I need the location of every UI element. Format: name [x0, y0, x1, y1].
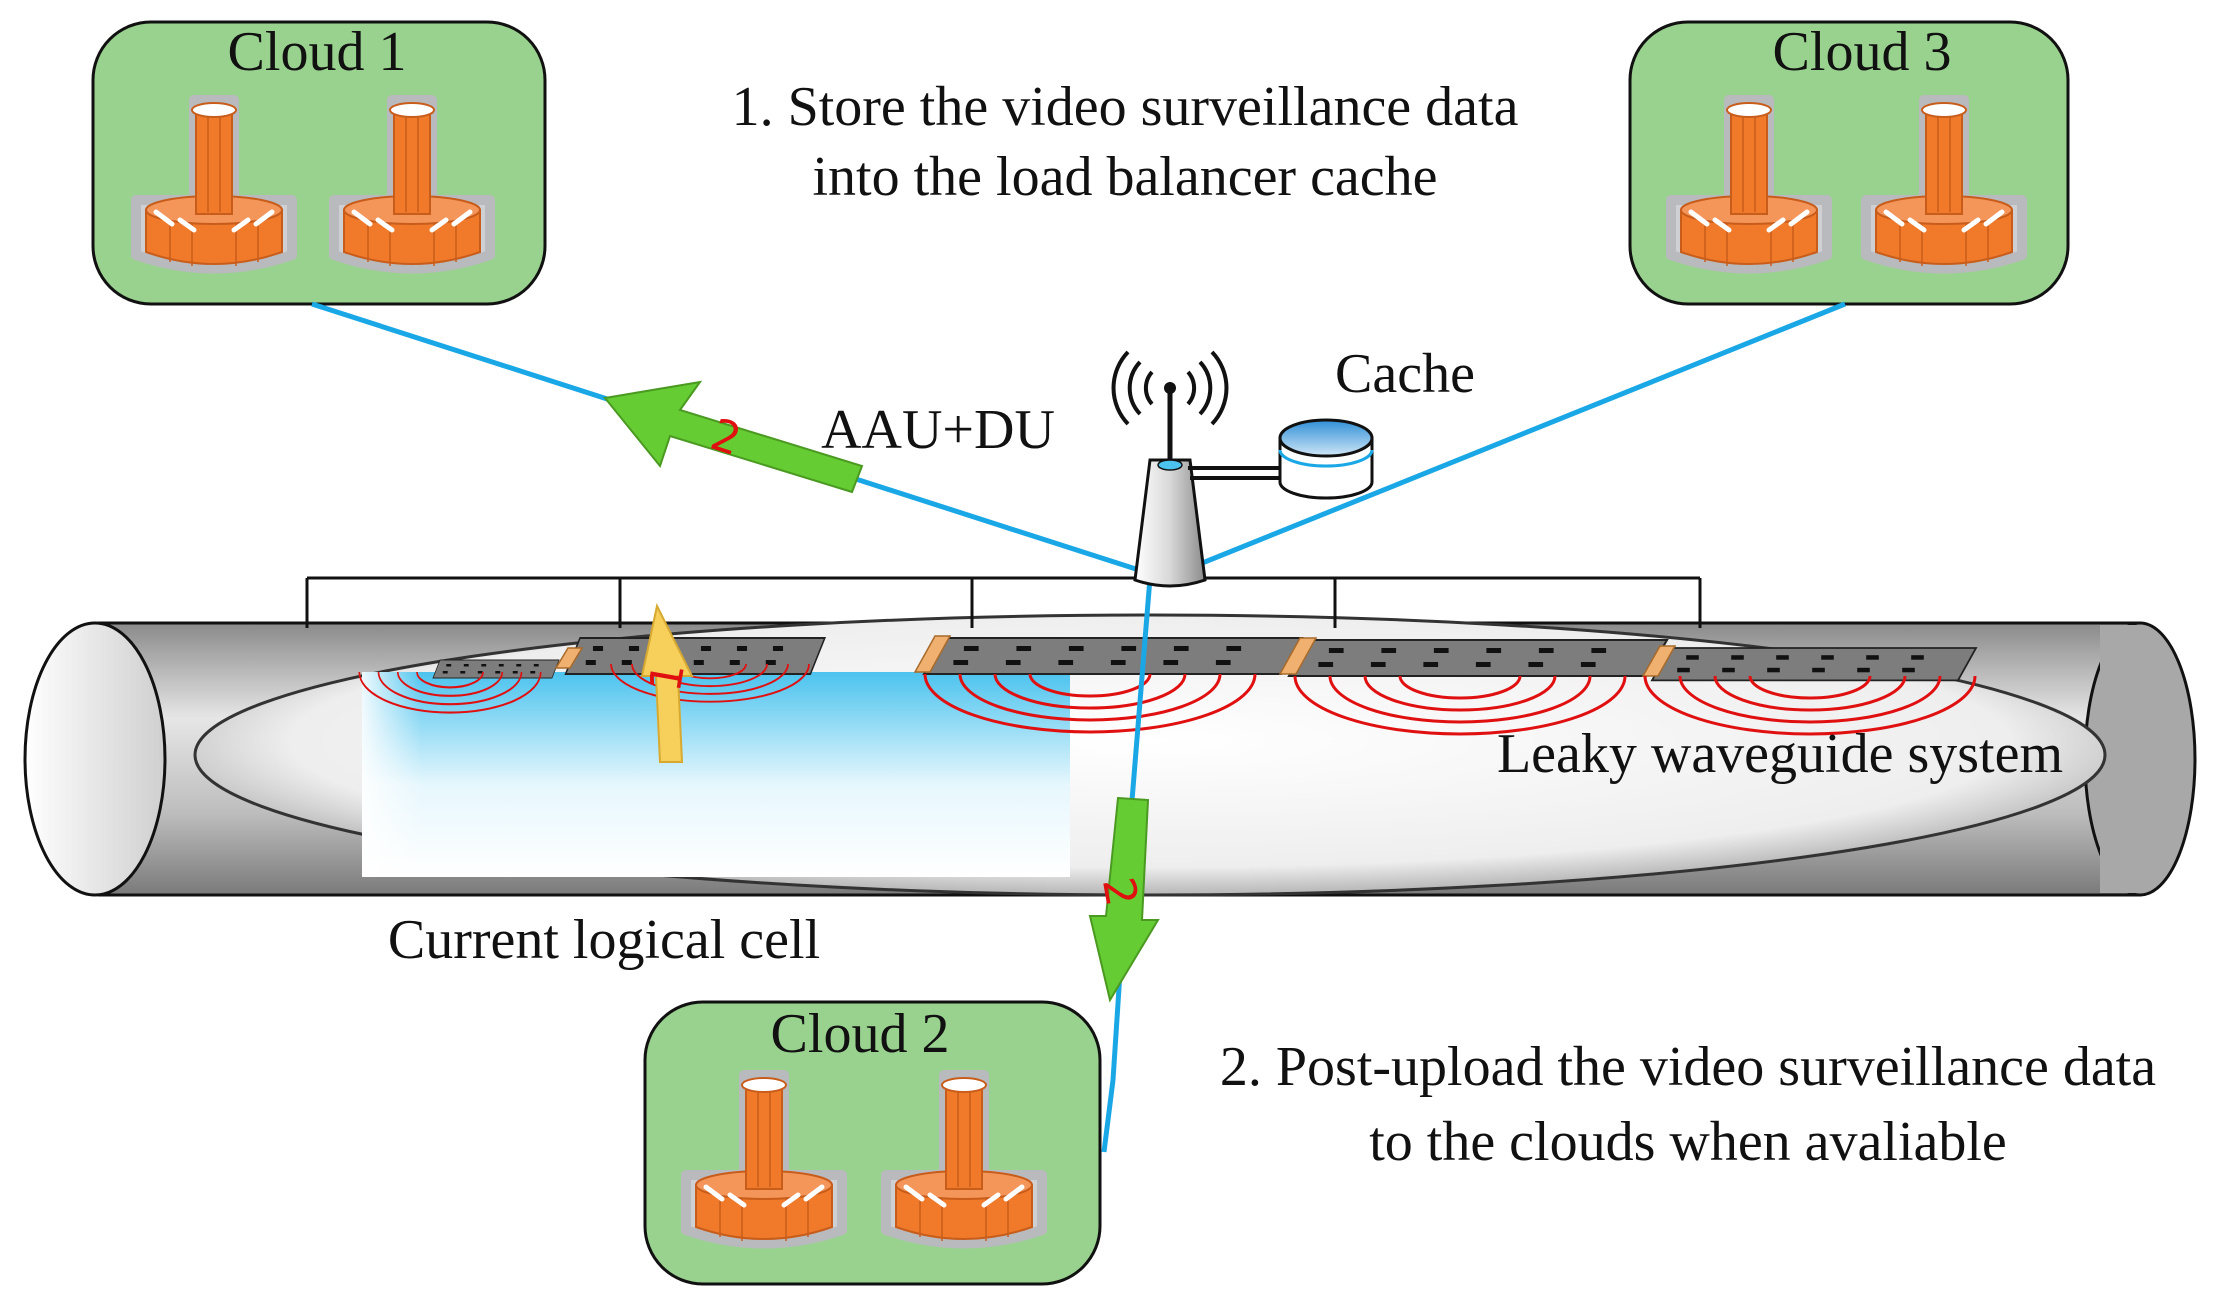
step-2-line-2: to the clouds when avaliable [1369, 1111, 2007, 1173]
cloud-2: Cloud 2 [643, 1000, 1102, 1286]
cloud-1: Cloud 1 [91, 20, 547, 306]
step-2-line-1: 2. Post-upload the video surveillance da… [1220, 1036, 2156, 1098]
logical-cell-label: Current logical cell [388, 909, 820, 971]
waveguide-slot-icon [432, 635, 1977, 682]
step-1-line-2: into the load balancer cache [813, 146, 1438, 208]
base-station-label: AAU+DU [821, 399, 1055, 461]
step-1-line-1: 1. Store the video surveillance data [732, 76, 1519, 138]
upload-arrow-cloud2: 2 [1088, 796, 1160, 1003]
cloud-1-label: Cloud 1 [228, 21, 407, 83]
cloud-3-label: Cloud 3 [1773, 21, 1952, 83]
cloud-2-label: Cloud 2 [771, 1003, 950, 1065]
antenna-icon [1111, 350, 1292, 588]
cloud-3: Cloud 3 [1628, 20, 2070, 306]
cache-label: Cache [1335, 343, 1475, 405]
waveguide-label: Leaky waveguide system [1497, 723, 2063, 785]
database-icon [1278, 418, 1374, 500]
ceiling-bracket [305, 576, 1702, 628]
